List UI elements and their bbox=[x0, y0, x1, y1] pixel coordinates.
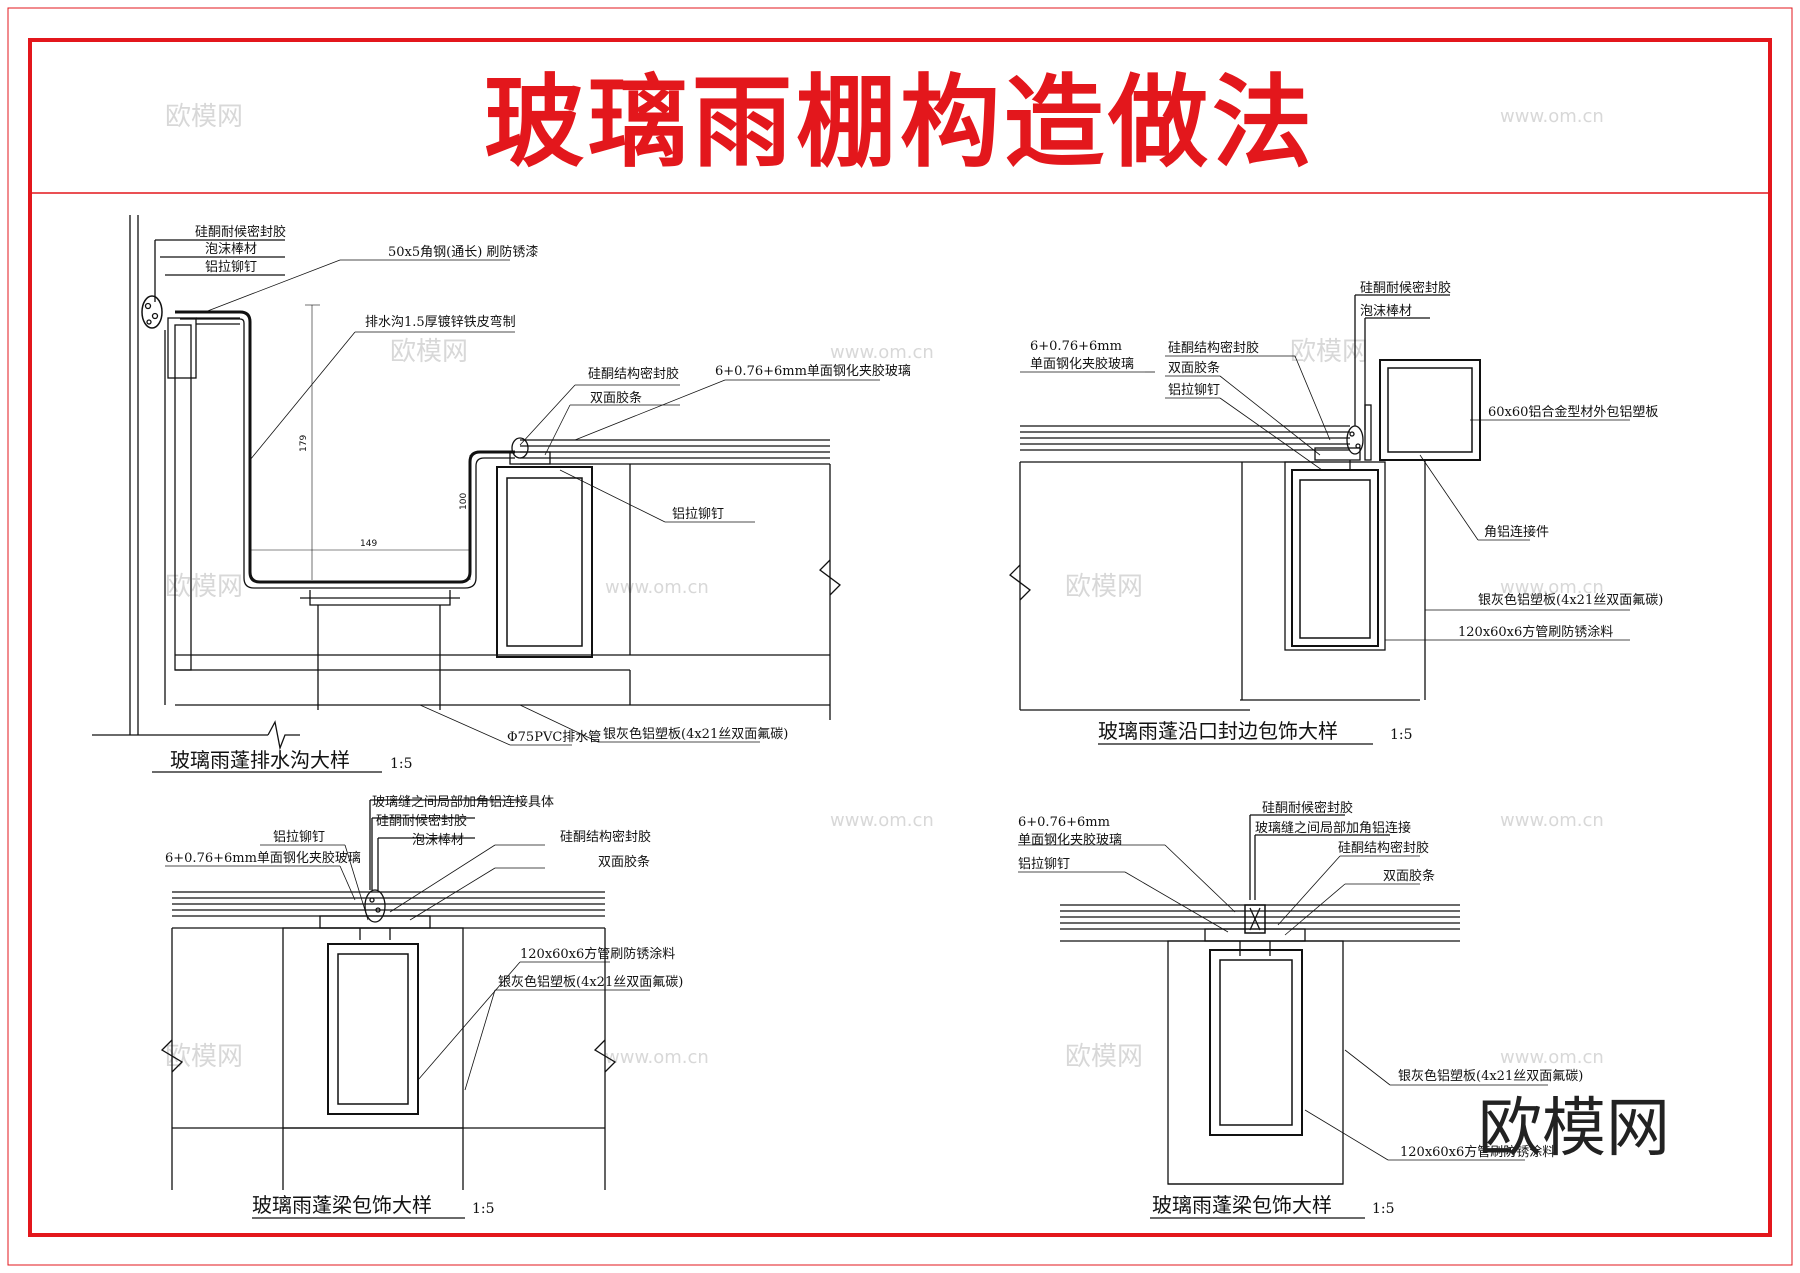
inner-frame bbox=[28, 38, 1772, 1237]
svg-text:1:5: 1:5 bbox=[390, 756, 413, 772]
svg-text:www.om.cn: www.om.cn bbox=[1500, 577, 1604, 598]
svg-text:双面胶条: 双面胶条 bbox=[590, 390, 642, 406]
watermark-layer: 欧模网 www.om.cn 欧模网 www.om.cn 欧模网 欧模网 www.… bbox=[165, 102, 1604, 1072]
svg-text:欧模网: 欧模网 bbox=[165, 1042, 243, 1072]
svg-text:铝拉铆钉: 铝拉铆钉 bbox=[1018, 857, 1070, 872]
svg-text:硅酮耐候密封胶: 硅酮耐候密封胶 bbox=[376, 813, 467, 829]
svg-text:www.om.cn: www.om.cn bbox=[830, 810, 934, 831]
svg-text:www.om.cn: www.om.cn bbox=[830, 342, 934, 363]
svg-text:6+0.76+6mm单面钢化夹胶玻璃: 6+0.76+6mm单面钢化夹胶玻璃 bbox=[165, 850, 361, 866]
svg-text:www.om.cn: www.om.cn bbox=[605, 577, 709, 598]
svg-text:硅酮结构密封胶: 硅酮结构密封胶 bbox=[1168, 340, 1259, 356]
edge-labels: 硅酮耐候密封胶 泡沫棒材 6+0.76+6mm 单面钢化夹胶玻璃 硅酮结构密封胶… bbox=[1030, 280, 1663, 743]
svg-text:100: 100 bbox=[459, 493, 469, 510]
svg-text:6+0.76+6mm单面钢化夹胶玻璃: 6+0.76+6mm单面钢化夹胶玻璃 bbox=[715, 363, 911, 379]
svg-text:6+0.76+6mm: 6+0.76+6mm bbox=[1018, 815, 1110, 830]
svg-text:单面钢化夹胶玻璃: 单面钢化夹胶玻璃 bbox=[1018, 832, 1122, 848]
svg-text:铝拉铆钉: 铝拉铆钉 bbox=[273, 830, 325, 845]
svg-text:www.om.cn: www.om.cn bbox=[1500, 1047, 1604, 1068]
svg-text:1:5: 1:5 bbox=[1372, 1201, 1395, 1217]
detail-beam1 bbox=[160, 799, 650, 1219]
beam2-labels: 硅酮耐候密封胶 玻璃缝之间局部加角铝连接 6+0.76+6mm 单面钢化夹胶玻璃… bbox=[1018, 800, 1583, 1217]
svg-text:1:5: 1:5 bbox=[472, 1201, 495, 1217]
svg-text:硅酮耐候密封胶: 硅酮耐候密封胶 bbox=[195, 224, 286, 240]
caption-edge: 玻璃雨蓬沿口封边包饰大样 bbox=[1098, 719, 1338, 743]
svg-text:角铝连接件: 角铝连接件 bbox=[1484, 524, 1549, 540]
svg-text:www.om.cn: www.om.cn bbox=[605, 1047, 709, 1068]
svg-text:泡沫棒材: 泡沫棒材 bbox=[205, 242, 257, 257]
svg-text:60x60铝合金型材外包铝塑板: 60x60铝合金型材外包铝塑板 bbox=[1488, 404, 1658, 420]
svg-text:120x60x6方管刷防锈涂料: 120x60x6方管刷防锈涂料 bbox=[520, 946, 675, 962]
svg-text:硅酮耐候密封胶: 硅酮耐候密封胶 bbox=[1360, 280, 1451, 296]
detail-beam2 bbox=[1018, 814, 1548, 1219]
svg-text:双面胶条: 双面胶条 bbox=[1383, 868, 1435, 884]
svg-text:Φ75PVC排水管: Φ75PVC排水管 bbox=[507, 730, 601, 745]
svg-text:泡沫棒材: 泡沫棒材 bbox=[412, 833, 464, 848]
svg-text:6+0.76+6mm: 6+0.76+6mm bbox=[1030, 339, 1122, 354]
caption-beam1: 玻璃雨蓬梁包饰大样 bbox=[252, 1193, 432, 1217]
svg-text:欧模网: 欧模网 bbox=[1065, 572, 1143, 602]
svg-text:欧模网: 欧模网 bbox=[165, 102, 243, 132]
svg-text:120x60x6方管刷防锈涂料: 120x60x6方管刷防锈涂料 bbox=[1400, 1144, 1555, 1160]
svg-text:银灰色铝塑板(4x21丝双面氟碳): 银灰色铝塑板(4x21丝双面氟碳) bbox=[498, 974, 683, 990]
svg-text:银灰色铝塑板(4x21丝双面氟碳): 银灰色铝塑板(4x21丝双面氟碳) bbox=[1398, 1068, 1583, 1084]
svg-text:排水沟1.5厚镀锌铁皮弯制: 排水沟1.5厚镀锌铁皮弯制 bbox=[365, 314, 516, 330]
brand-logo: 欧模网 bbox=[1478, 1092, 1670, 1166]
svg-text:149: 149 bbox=[360, 539, 377, 549]
outer-frame bbox=[7, 7, 1793, 1266]
page-title: 玻璃雨棚构造做法 bbox=[484, 64, 1316, 181]
svg-text:玻璃缝之间局部加角铝连接: 玻璃缝之间局部加角铝连接 bbox=[1255, 820, 1411, 836]
svg-text:欧模网: 欧模网 bbox=[165, 572, 243, 602]
svg-text:硅酮结构密封胶: 硅酮结构密封胶 bbox=[588, 366, 679, 382]
beam1-labels: 玻璃缝之间局部加角铝连接具体 硅酮耐候密封胶 泡沫棒材 铝拉铆钉 6+0.76+… bbox=[165, 794, 683, 1217]
svg-text:银灰色铝塑板(4x21丝双面氟碳): 银灰色铝塑板(4x21丝双面氟碳) bbox=[603, 726, 788, 742]
svg-text:179: 179 bbox=[299, 435, 309, 452]
svg-text:硅酮结构密封胶: 硅酮结构密封胶 bbox=[1338, 840, 1429, 856]
svg-text:1:5: 1:5 bbox=[1390, 727, 1413, 743]
svg-text:www.om.cn: www.om.cn bbox=[1500, 810, 1604, 831]
caption-beam2: 玻璃雨蓬梁包饰大样 bbox=[1152, 1193, 1332, 1217]
svg-text:欧模网: 欧模网 bbox=[1290, 337, 1368, 367]
svg-text:铝拉铆钉: 铝拉铆钉 bbox=[672, 507, 724, 522]
svg-text:欧模网: 欧模网 bbox=[1065, 1042, 1143, 1072]
svg-text:www.om.cn: www.om.cn bbox=[1500, 106, 1604, 127]
svg-text:银灰色铝塑板(4x21丝双面氟碳): 银灰色铝塑板(4x21丝双面氟碳) bbox=[1478, 592, 1663, 608]
svg-text:硅酮结构密封胶: 硅酮结构密封胶 bbox=[560, 829, 651, 845]
svg-text:双面胶条: 双面胶条 bbox=[1168, 360, 1220, 376]
detail-edge bbox=[1009, 294, 1630, 745]
svg-text:硅酮耐候密封胶: 硅酮耐候密封胶 bbox=[1262, 800, 1353, 816]
svg-text:双面胶条: 双面胶条 bbox=[598, 854, 650, 870]
svg-text:铝拉铆钉: 铝拉铆钉 bbox=[1168, 383, 1220, 398]
detail-gutter bbox=[92, 215, 880, 773]
svg-text:单面钢化夹胶玻璃: 单面钢化夹胶玻璃 bbox=[1030, 356, 1134, 372]
svg-text:玻璃缝之间局部加角铝连接具体: 玻璃缝之间局部加角铝连接具体 bbox=[372, 794, 554, 810]
svg-text:泡沫棒材: 泡沫棒材 bbox=[1360, 304, 1412, 319]
svg-text:120x60x6方管刷防锈涂料: 120x60x6方管刷防锈涂料 bbox=[1458, 624, 1613, 640]
svg-text:欧模网: 欧模网 bbox=[390, 337, 468, 367]
gutter-labels: 硅酮耐候密封胶 泡沫棒材 铝拉铆钉 50x5角钢(通长) 刷防锈漆 排水沟1.5… bbox=[170, 224, 911, 772]
svg-text:50x5角钢(通长) 刷防锈漆: 50x5角钢(通长) 刷防锈漆 bbox=[388, 244, 538, 260]
svg-text:铝拉铆钉: 铝拉铆钉 bbox=[205, 260, 257, 275]
caption-gutter: 玻璃雨蓬排水沟大样 bbox=[170, 748, 350, 772]
